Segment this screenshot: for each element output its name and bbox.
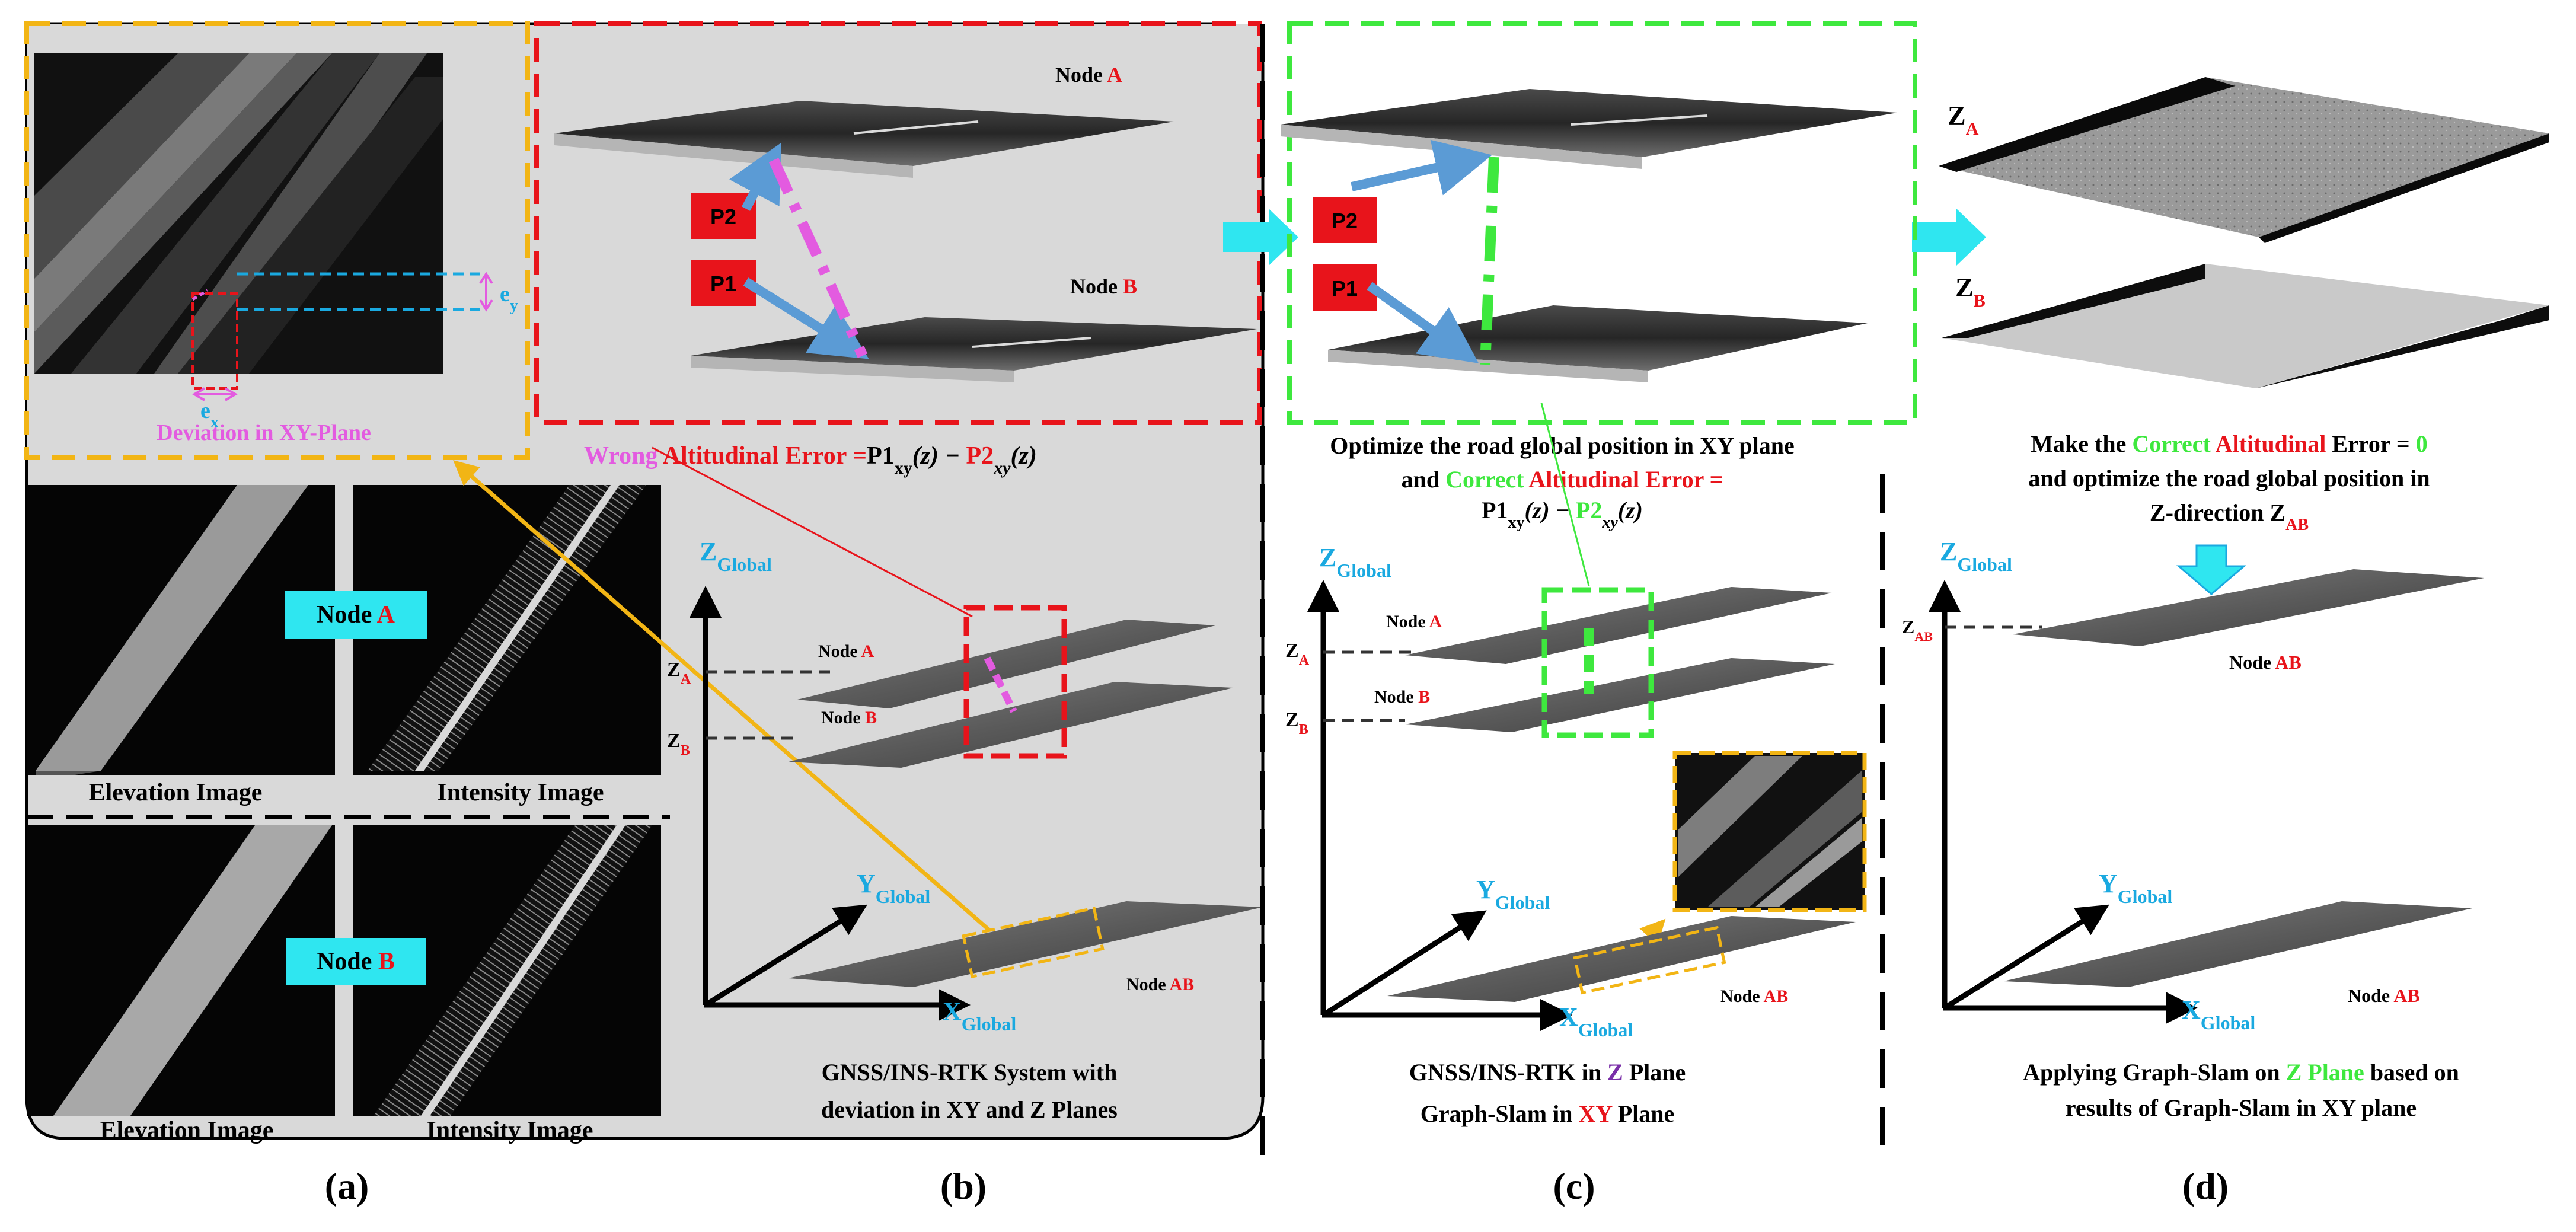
y-axis-label-d: YGlobal [2099,869,2172,907]
p2-arrow-c [1351,139,1492,196]
node-a-tag-label: Node A [317,601,395,628]
y-axis-b [704,904,867,1007]
callout-line-b [652,446,973,618]
z-axis-label-b: ZGlobal [700,537,772,575]
zoom-link-arrow [453,460,992,933]
p1-arrow-b [743,277,869,359]
desc-d-line2: results of Graph-Slam in XY plane [2066,1094,2417,1121]
highlight-box-c [1541,587,1654,738]
desc-c-line1: GNSS/INS-RTK in Z Plane [1409,1059,1686,1086]
p2-label-c: P2 [1332,209,1358,233]
caption-a: (a) [325,1165,369,1207]
ey-label: ey [500,282,518,315]
road-ab-d [2004,901,2472,987]
node-a-images [27,485,661,775]
small-node-a-label-b: Node A [818,641,874,661]
node-ab-label-c: Node AB [1720,987,1788,1006]
caption-b: (b) [940,1165,987,1207]
elevation-b-label: Elevation Image [100,1117,274,1144]
arrow-b-to-c [1223,209,1298,266]
node-a-tag [285,591,427,639]
node-ab-label-b: Node AB [1126,975,1194,994]
arrow-c-to-d [1912,209,1986,266]
road-ab-b [789,901,1263,987]
z-axis-label-c: ZGlobal [1319,543,1391,581]
y-axis-c [1321,910,1487,1017]
desc-b-line2: deviation in XY and Z Planes [821,1096,1118,1123]
small-road-b-c [1405,658,1835,732]
x-axis-label-d: XGlobal [2182,995,2255,1033]
p1-label-b: P1 [710,272,736,296]
deviation-zoom-image [34,53,443,374]
small-node-b-label-c: Node B [1374,687,1430,707]
za-label-c: ZA [1285,640,1310,668]
ex-label: ex [200,398,219,432]
zb-label-b: ZB [667,730,690,758]
node-a-label-b: Node A [1055,63,1122,87]
y-axis-label-c: YGlobal [1476,875,1550,913]
x-axis-label-b: XGlobal [943,997,1016,1035]
ex-box [191,292,238,390]
make-line2: and optimize the road global position in [2028,465,2430,491]
small-road-a-b [797,620,1215,708]
intensity-b-label: Intensity Image [426,1117,593,1144]
desc-d-line1: Applying Graph-Slam on Z Plane based on [2023,1059,2459,1086]
make-line1: Make the Correct Altitudinal Error = 0 [2031,430,2427,457]
small-road-b-b [789,682,1233,768]
altitude-error-line-c [1480,157,1499,365]
node-b-tag-label: Node B [317,948,395,975]
small-node-a-label-c: Node A [1386,612,1442,631]
y-axis-label-b: YGlobal [857,869,930,907]
road-ab-c [1387,916,1856,1002]
wrong-error-label: Wrong Altitudinal Error =P1xy(z) − P2xy(… [584,442,1037,478]
node-b-images [27,825,661,1116]
caption-c: (c) [1553,1165,1595,1207]
small-node-b-label-b: Node B [821,708,877,727]
small-road-a-c [1405,587,1832,664]
optimize-line1: Optimize the road global position in XY … [1330,432,1794,459]
p1-box-c [1313,264,1377,311]
p1-arrow-c [1367,282,1479,363]
p1-box-b [691,260,756,306]
plane-zb [1942,264,2549,388]
optimize-line2: and Correct Altitudinal Error = [1402,466,1723,493]
p1-label-c: P1 [1332,276,1358,301]
zb-label-d: ZB [1955,272,1986,311]
p2-arrow-b [729,142,781,211]
x-axis-label-c: XGlobal [1559,1003,1633,1041]
y-axis-d [1943,904,2109,1010]
zab-label-d: ZAB [1902,616,1933,644]
node-b-tag [286,938,426,985]
node-pair-box-c [1287,21,1917,425]
caption-d: (d) [2182,1165,2229,1207]
merged-road-d [2013,569,2484,646]
desc-b-line1: GNSS/INS-RTK System with [822,1059,1118,1086]
node-b-label-b: Node B [1070,275,1137,298]
za-label-b: ZA [667,659,691,687]
p2-box-c [1313,197,1377,243]
node-ab-label-d: Node AB [2348,985,2420,1006]
deviation-label: Deviation in XY-Plane [157,420,371,445]
za-label-d: ZA [1948,100,1979,139]
p2-label-b: P2 [710,205,736,229]
optimize-line3: P1xy(z) − P2xy(z) [1482,497,1643,532]
desc-c-line2: Graph-Slam in XY Plane [1421,1100,1675,1127]
elevation-a-label: Elevation Image [89,779,263,806]
plane-za [1939,77,2549,237]
highlight-box-b [963,605,1067,759]
callout-line-c [1540,403,1590,586]
arrow-down-d [2176,544,2247,595]
zb-label-c: ZB [1285,709,1308,738]
z-axis-label-d: ZGlobal [1940,537,2012,575]
node-ab-top-label-d: Node AB [2229,652,2302,673]
make-line3: Z-direction ZAB [2150,499,2309,534]
intensity-a-label: Intensity Image [437,779,604,806]
